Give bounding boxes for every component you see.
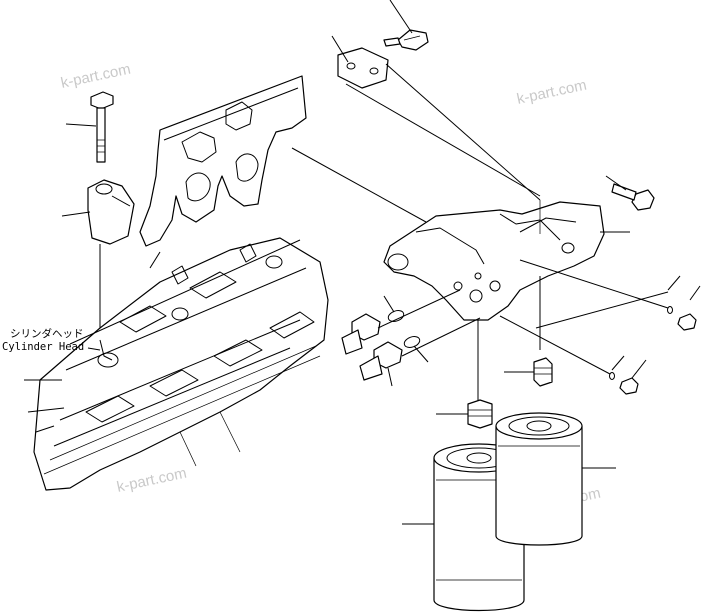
leader-spacer bbox=[61, 211, 91, 217]
leader-long-bolt bbox=[65, 123, 97, 127]
leader-oring-lower bbox=[611, 355, 625, 371]
oring-fitting-lower bbox=[403, 336, 421, 348]
leader-plug-lower bbox=[631, 359, 647, 379]
relief-valve bbox=[533, 357, 553, 387]
watermark-top-left: k-part.com bbox=[59, 61, 132, 92]
leader-fitting-lower bbox=[387, 367, 393, 387]
leader-oring-upper bbox=[667, 275, 681, 291]
side-bolt bbox=[611, 183, 655, 211]
filter-cartridge-rear bbox=[495, 412, 583, 546]
plug-upper bbox=[677, 313, 697, 331]
center-stud bbox=[467, 399, 493, 429]
guide-plug-upper-b bbox=[535, 291, 669, 329]
watermark-bottom-left: k-part.com bbox=[115, 465, 188, 496]
fitting-lower bbox=[359, 341, 403, 381]
guide-plug-upper bbox=[519, 259, 669, 309]
watermark-top-right: k-part.com bbox=[515, 77, 588, 108]
oring-fitting-upper bbox=[387, 310, 405, 322]
leader-side-bolt bbox=[605, 175, 627, 191]
cylinder-head-label-en: Cylinder Head bbox=[2, 341, 84, 353]
guide-line-3 bbox=[385, 63, 541, 201]
guide-fitting-lower bbox=[401, 317, 481, 357]
oring-lower bbox=[609, 372, 615, 380]
guide-line-2 bbox=[345, 83, 541, 197]
cylinder-head-label-jp: シリンダヘッド bbox=[10, 327, 84, 340]
leader-head-label bbox=[87, 347, 101, 351]
upper-bracket bbox=[139, 75, 307, 269]
top-bolt bbox=[383, 29, 429, 51]
spacer-block bbox=[87, 179, 135, 245]
leader-plate bbox=[331, 35, 349, 63]
leader-plug-upper bbox=[689, 285, 701, 301]
cylinder-head bbox=[33, 237, 329, 491]
plug-lower bbox=[619, 377, 639, 395]
mounting-plate bbox=[337, 47, 389, 89]
guide-line-1 bbox=[291, 147, 427, 223]
filter-head-housing bbox=[383, 200, 605, 321]
guide-plug-lower bbox=[499, 315, 611, 375]
fitting-upper bbox=[341, 313, 381, 355]
leader-head-3 bbox=[35, 425, 55, 433]
leader-oring-fitting-lower bbox=[413, 345, 429, 363]
oring-upper bbox=[667, 306, 673, 314]
leader-top-bolt bbox=[389, 0, 413, 34]
long-bolt bbox=[90, 91, 114, 163]
leader-oring-fitting-upper bbox=[383, 295, 395, 313]
guide-fitting-upper bbox=[377, 289, 461, 329]
leader-head-2 bbox=[27, 407, 65, 413]
